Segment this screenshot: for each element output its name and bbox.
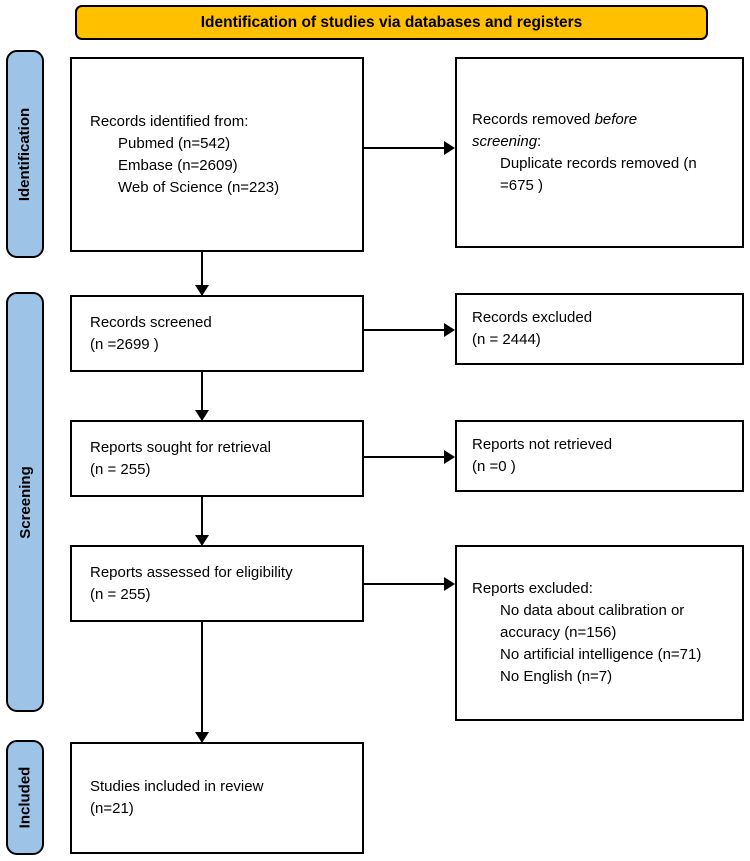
banner-identification-of-studies: Identification of studies via databases …: [75, 5, 708, 40]
arrow-head-right-icon: [444, 450, 455, 464]
arrow-screened-to-excluded: [364, 323, 455, 337]
box-title: Records identified from:: [90, 112, 249, 130]
stage-screening-label: Screening: [16, 465, 34, 539]
arrow-head-down-icon: [195, 285, 209, 296]
title-italic-text: before screening: [472, 110, 638, 150]
arrow-head-down-icon: [195, 732, 209, 743]
box-records-screened: Records screened (n =2699 ): [70, 295, 364, 372]
box-item-web-of-science: Web of Science (n=223): [118, 178, 280, 196]
title-text: Records removed: [472, 110, 595, 128]
stage-identification-label: Identification: [16, 107, 34, 201]
arrow-shaft: [200, 252, 204, 287]
arrow-screened-to-sought: [195, 372, 209, 421]
box-title: Reports assessed for eligibility: [90, 563, 293, 581]
stage-included: Included: [6, 740, 44, 855]
box-title: Reports excluded:: [472, 580, 593, 597]
box-count: (n = 255): [90, 585, 151, 603]
box-studies-included: Studies included in review (n=21): [70, 742, 364, 854]
arrow-assessed-to-reports-excluded: [364, 577, 455, 591]
box-reports-excluded: Reports excluded: No data about calibrat…: [455, 545, 744, 721]
box-title: Reports sought for retrieval: [90, 438, 271, 456]
title-colon: :: [537, 132, 542, 150]
arrow-shaft: [364, 146, 446, 150]
stage-screening: Screening: [6, 292, 44, 712]
box-records-identified: Records identified from: Pubmed (n=542) …: [70, 57, 364, 252]
arrow-head-right-icon: [444, 141, 455, 155]
box-title: Records removed before screening:: [472, 109, 704, 153]
box-item-duplicates-removed: Duplicate records removed (n =675 ): [500, 154, 697, 194]
stage-included-label: Included: [16, 766, 34, 829]
arrow-head-down-icon: [195, 535, 209, 546]
arrow-identified-to-removed: [364, 141, 455, 155]
arrow-shaft: [364, 455, 446, 459]
arrow-sought-to-not-retrieved: [364, 450, 455, 464]
arrow-sought-to-assessed: [195, 497, 209, 546]
box-item-embase: Embase (n=2609): [118, 156, 238, 174]
arrow-head-right-icon: [444, 577, 455, 591]
arrow-head-right-icon: [444, 323, 455, 337]
arrow-shaft: [364, 328, 446, 332]
box-count: (n = 2444): [472, 331, 541, 348]
box-item-no-artificial-intelligence: No artificial intelligence (n=71): [500, 646, 702, 663]
banner-label: Identification of studies via databases …: [200, 13, 583, 31]
arrow-assessed-to-included: [195, 622, 209, 743]
box-title: Reports not retrieved: [472, 436, 613, 453]
box-reports-not-retrieved: Reports not retrieved (n =0 ): [455, 420, 744, 492]
box-count: (n=21): [90, 800, 134, 817]
arrow-shaft: [200, 622, 204, 734]
box-item-no-english: No English (n=7): [500, 668, 613, 685]
arrow-identified-to-screened: [195, 252, 209, 296]
arrow-shaft: [200, 372, 204, 412]
stage-identification: Identification: [6, 50, 44, 258]
box-item-no-calibration-data: No data about calibration or accuracy (n…: [500, 602, 685, 641]
box-item-pubmed: Pubmed (n=542): [118, 134, 231, 152]
box-title: Studies included in review: [90, 778, 264, 795]
box-count: (n =0 ): [472, 458, 516, 475]
box-reports-assessed: Reports assessed for eligibility (n = 25…: [70, 545, 364, 622]
box-records-excluded: Records excluded (n = 2444): [455, 293, 744, 365]
arrow-head-down-icon: [195, 410, 209, 421]
box-title: Records excluded: [472, 309, 593, 326]
box-records-removed: Records removed before screening: Duplic…: [455, 57, 744, 248]
box-reports-sought: Reports sought for retrieval (n = 255): [70, 420, 364, 497]
box-count: (n =2699 ): [90, 335, 159, 353]
arrow-shaft: [200, 497, 204, 537]
arrow-shaft: [364, 582, 446, 586]
box-title: Records screened: [90, 313, 212, 331]
box-count: (n = 255): [90, 460, 151, 478]
